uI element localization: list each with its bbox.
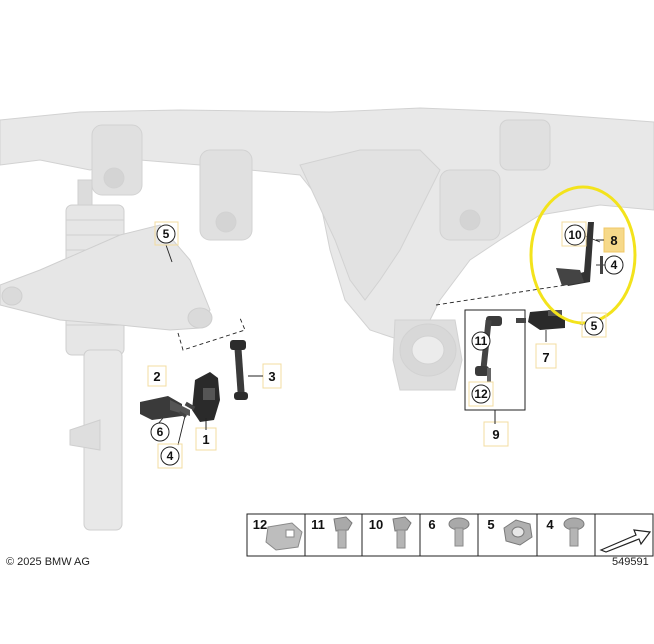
callout-3[interactable]: 3 [248,363,282,389]
callout-4b-label: 4 [611,258,618,272]
legend-item-12[interactable]: 12 [253,517,303,551]
legend-item-4[interactable]: 4 [546,517,585,547]
callout-5b[interactable]: 5 [581,312,607,338]
callout-6-label: 6 [157,425,164,439]
strut-illustration [65,179,125,531]
callout-12-label: 12 [474,387,488,401]
part-3-linkage-rod[interactable] [230,340,248,400]
axle-carrier-illustration [0,107,654,391]
legend-label-11: 11 [311,517,325,532]
callout-9-label: 9 [492,427,499,442]
callout-5a[interactable]: 5 [154,221,179,246]
callout-10-label: 10 [568,228,582,242]
callout-11-label: 11 [475,334,488,348]
callout-4a[interactable]: 4 [157,443,183,469]
legend-label-6: 6 [428,517,435,532]
callout-1-label: 1 [202,432,209,447]
callout-2-label: 2 [153,369,160,384]
part-7-sensor-unit[interactable] [528,310,565,330]
legend-item-5[interactable]: 5 [487,517,533,546]
legend-label-5: 5 [487,517,494,532]
callout-11[interactable]: 11 [471,331,491,351]
fastener-marks [178,256,603,418]
hex-bolt-icon [333,516,353,549]
callout-7[interactable]: 7 [535,343,557,369]
hex-nut-icon [503,519,533,546]
fastener-legend: 12 11 10 6 [246,513,654,557]
callout-1[interactable]: 1 [195,418,217,451]
callout-4a-label: 4 [167,449,174,463]
direction-arrow-icon [599,529,652,553]
callout-6[interactable]: 6 [150,422,170,442]
callout-7-label: 7 [542,350,549,365]
clip-nut-icon [265,522,303,551]
torx-bolt-icon [448,517,470,547]
highlight-ring [529,185,637,325]
legend-item-6[interactable]: 6 [428,517,470,547]
callout-3-label: 3 [268,369,275,384]
legend-item-10[interactable]: 10 [369,516,412,549]
callout-5b-label: 5 [591,319,598,333]
callout-8[interactable]: 8 [596,227,625,253]
callout-10[interactable]: 10 [561,221,587,247]
part-8-bracket[interactable] [556,222,594,286]
legend-label-4: 4 [546,517,554,532]
part-1-height-sensor[interactable] [192,372,220,422]
diagram-number: 549591 [612,556,649,568]
callout-12[interactable]: 12 [468,381,494,407]
hex-bolt-icon-2 [392,516,412,549]
callout-4b[interactable]: 4 [604,255,624,275]
legend-item-11[interactable]: 11 [311,516,353,549]
legend-label-12: 12 [253,517,267,532]
callout-2[interactable]: 2 [147,365,167,387]
callout-5a-label: 5 [163,227,170,241]
control-arm-illustration [0,224,213,331]
torx-bolt-icon-2 [563,517,585,547]
part-2-bracket[interactable] [140,396,190,420]
legend-label-10: 10 [369,517,383,532]
callout-9[interactable]: 9 [483,410,509,447]
callout-8-label: 8 [610,233,617,248]
copyright-text: © 2025 BMW AG [6,556,90,568]
